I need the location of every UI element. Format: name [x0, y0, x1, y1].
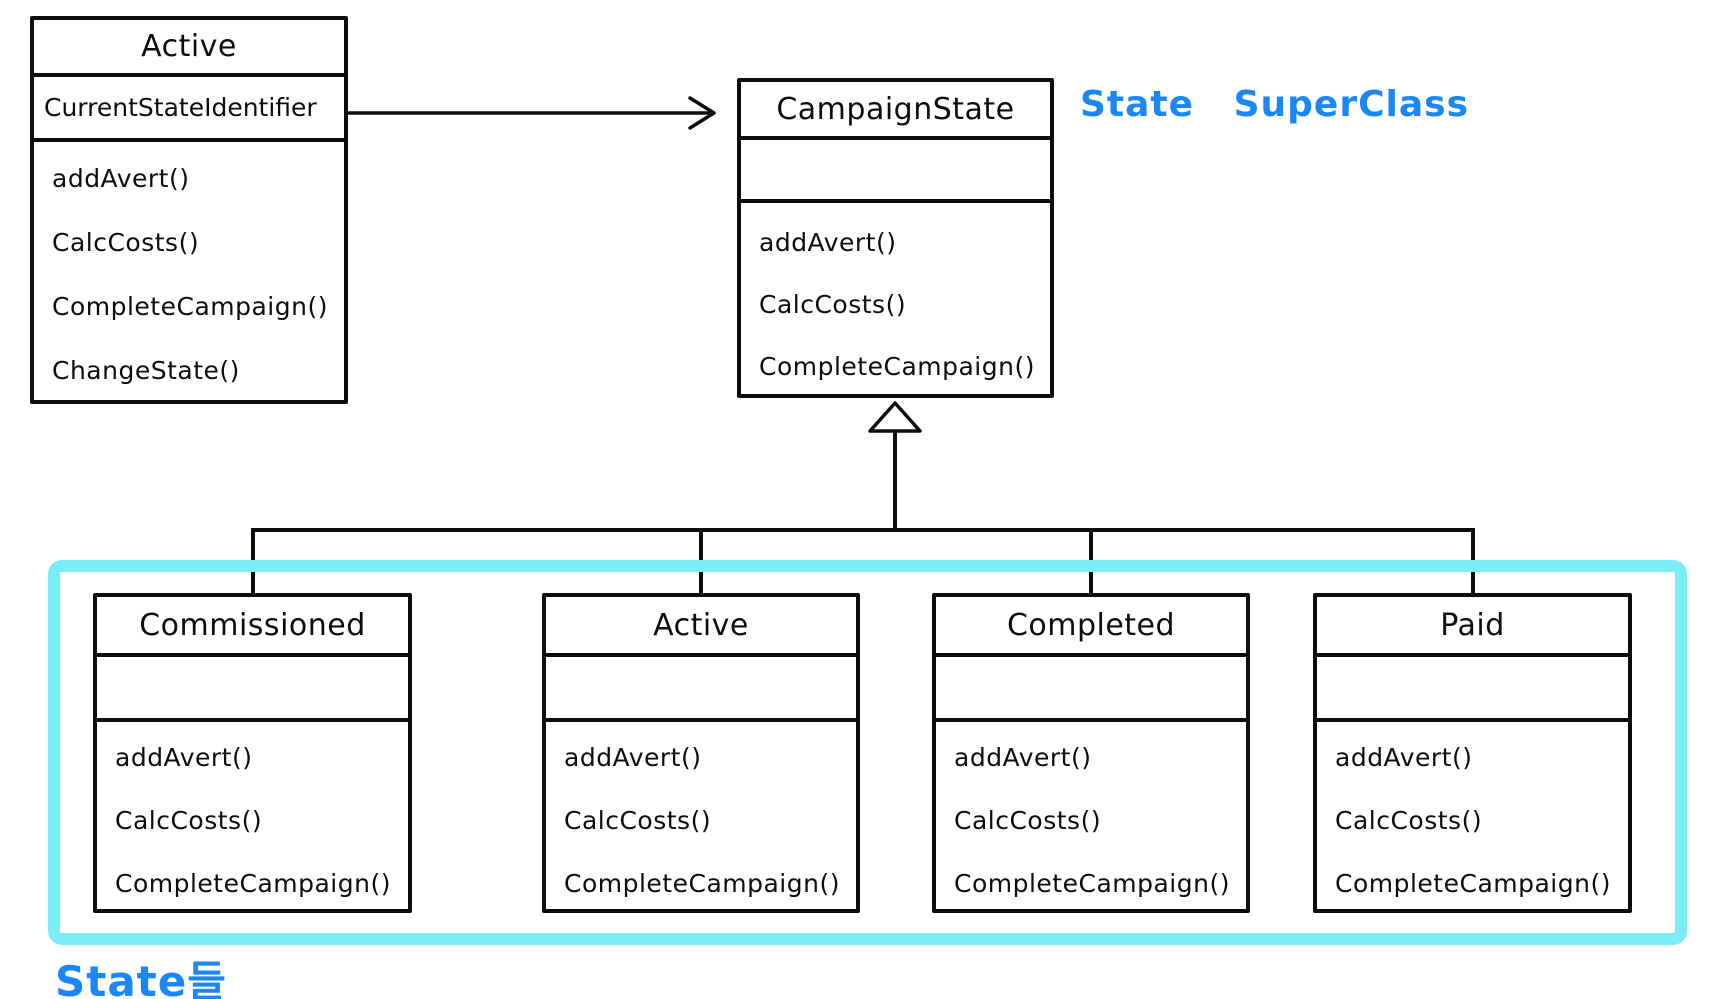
states-annotation: State들: [55, 957, 227, 999]
class-box-superclass-campaignstate: CampaignState addAvert() CalcCosts() Com…: [737, 78, 1054, 398]
class-box-active-state: Active addAvert() CalcCosts() CompleteCa…: [542, 593, 860, 913]
class-attributes-empty: [936, 657, 1246, 722]
method-complete-campaign: CompleteCampaign(): [954, 869, 1230, 898]
attribute-current-state-identifier: CurrentStateIdentifier: [44, 93, 317, 122]
class-title: Active: [546, 597, 856, 657]
class-title: Commissioned: [97, 597, 408, 657]
method-complete-campaign: CompleteCampaign(): [115, 869, 391, 898]
method-complete-campaign: CompleteCampaign(): [1335, 869, 1611, 898]
class-methods: addAvert() CalcCosts() CompleteCampaign(…: [546, 722, 856, 915]
class-attributes-empty: [1317, 657, 1628, 722]
class-title: CampaignState: [741, 82, 1050, 140]
class-title: Active: [34, 20, 344, 77]
method-calc-costs: CalcCosts(): [1335, 806, 1483, 835]
method-calc-costs: CalcCosts(): [115, 806, 263, 835]
class-methods: addAvert() CalcCosts() CompleteCampaign(…: [34, 142, 344, 403]
class-methods: addAvert() CalcCosts() CompleteCampaign(…: [1317, 722, 1628, 915]
class-attributes: CurrentStateIdentifier: [34, 77, 344, 142]
method-calc-costs: CalcCosts(): [759, 290, 907, 319]
method-complete-campaign: CompleteCampaign(): [52, 292, 328, 321]
class-attributes-empty: [741, 140, 1050, 203]
class-attributes-empty: [546, 657, 856, 722]
class-methods: addAvert() CalcCosts() CompleteCampaign(…: [741, 203, 1050, 398]
states-highlight-box: [48, 560, 1687, 945]
class-methods: addAvert() CalcCosts() CompleteCampaign(…: [936, 722, 1246, 915]
class-title: Paid: [1317, 597, 1628, 657]
superclass-annotation: State SuperClass: [1080, 84, 1469, 125]
method-complete-campaign: CompleteCampaign(): [759, 352, 1035, 381]
method-add-avert: addAvert(): [1335, 743, 1473, 772]
connector-horizontal-line: [251, 528, 1475, 532]
generalization-triangle-icon: [868, 401, 922, 433]
method-add-avert: addAvert(): [115, 743, 253, 772]
method-calc-costs: CalcCosts(): [564, 806, 712, 835]
method-calc-costs: CalcCosts(): [954, 806, 1102, 835]
class-box-commissioned: Commissioned addAvert() CalcCosts() Comp…: [93, 593, 412, 913]
method-calc-costs: CalcCosts(): [52, 228, 200, 257]
connector-trunk-line: [893, 432, 897, 530]
method-add-avert: addAvert(): [52, 164, 190, 193]
method-complete-campaign: CompleteCampaign(): [564, 869, 840, 898]
method-add-avert: addAvert(): [954, 743, 1092, 772]
method-add-avert: addAvert(): [759, 228, 897, 257]
class-title: Completed: [936, 597, 1246, 657]
association-arrow-icon: [348, 96, 716, 130]
class-methods: addAvert() CalcCosts() CompleteCampaign(…: [97, 722, 408, 915]
method-change-state: ChangeState(): [52, 356, 240, 385]
class-attributes-empty: [97, 657, 408, 722]
class-box-completed: Completed addAvert() CalcCosts() Complet…: [932, 593, 1250, 913]
method-add-avert: addAvert(): [564, 743, 702, 772]
class-box-paid: Paid addAvert() CalcCosts() CompleteCamp…: [1313, 593, 1632, 913]
class-box-context-active: Active CurrentStateIdentifier addAvert()…: [30, 16, 348, 404]
